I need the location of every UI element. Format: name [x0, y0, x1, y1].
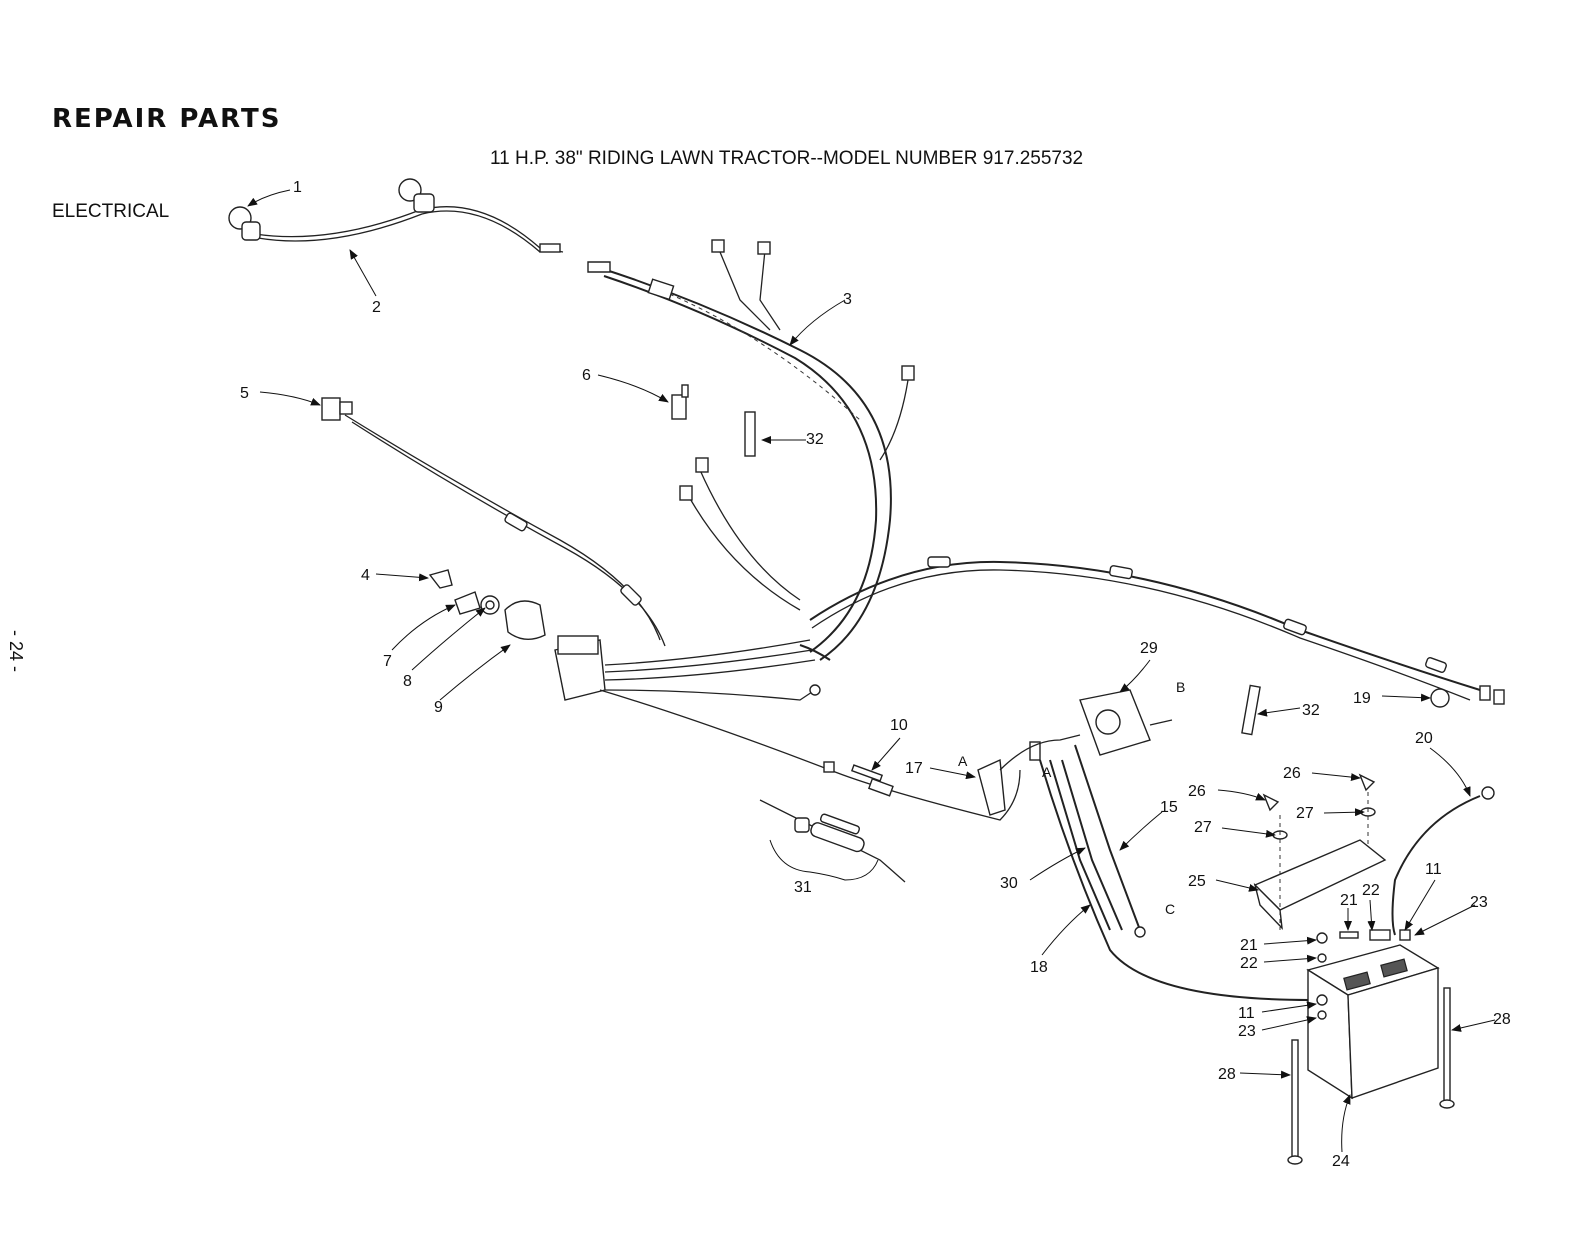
- callout-1: 1: [293, 179, 302, 196]
- callout-8: 8: [403, 673, 412, 690]
- callout-28b: 28: [1493, 1011, 1511, 1028]
- callout-22b: 22: [1362, 882, 1380, 899]
- headlight-assembly: [229, 179, 563, 252]
- callout-23b: 23: [1470, 894, 1488, 911]
- callout-6: 6: [582, 367, 591, 384]
- callout-29: 29: [1140, 640, 1158, 657]
- callout-11b: 11: [1425, 861, 1442, 878]
- ignition-switch-set: [430, 570, 545, 639]
- callout-4: 4: [361, 567, 370, 584]
- callout-23a: 23: [1238, 1023, 1256, 1040]
- ref-a-17: A: [958, 753, 968, 769]
- battery-hold-down: [1255, 775, 1385, 930]
- connector-block: [555, 636, 1020, 820]
- callout-19: 19: [1353, 690, 1371, 707]
- callout-21a: 21: [1240, 937, 1258, 954]
- ignition-switch-icon: [505, 601, 545, 639]
- callout-10: 10: [890, 717, 908, 734]
- callout-26a: 26: [1188, 783, 1206, 800]
- battery-assembly: [1288, 930, 1454, 1164]
- callout-2: 2: [372, 299, 381, 316]
- small-connectors: [672, 385, 1449, 735]
- callout-28a: 28: [1218, 1066, 1236, 1083]
- callout-22a: 22: [1240, 955, 1258, 972]
- callout-3: 3: [843, 291, 852, 308]
- callout-17: 17: [905, 760, 923, 777]
- callout-18: 18: [1030, 959, 1048, 976]
- switch-icon: [322, 398, 340, 420]
- ref-a-30: A: [1042, 764, 1052, 780]
- callout-11a: 11: [1238, 1005, 1255, 1022]
- callout-32b: 32: [1302, 702, 1320, 719]
- bolt-icon: [1292, 1040, 1298, 1160]
- callout-20: 20: [1415, 730, 1433, 747]
- ref-c: C: [1165, 901, 1175, 917]
- callout-30: 30: [1000, 875, 1018, 892]
- callout-15: 15: [1160, 799, 1178, 816]
- bolt-icon: [1444, 988, 1450, 1103]
- ground-cable: [1393, 787, 1495, 935]
- callout-27b: 27: [1296, 805, 1314, 822]
- callout-31: 31: [794, 879, 812, 896]
- callout-21b: 21: [1340, 892, 1358, 909]
- callout-24: 24: [1332, 1153, 1350, 1170]
- key-icon: [430, 570, 452, 588]
- callout-7: 7: [383, 653, 392, 670]
- ref-b: B: [1176, 679, 1185, 695]
- callout-26b: 26: [1283, 765, 1301, 782]
- callout-9: 9: [434, 699, 443, 716]
- callout-25: 25: [1188, 873, 1206, 890]
- callout-32a: 32: [806, 431, 824, 448]
- solenoid: [1080, 690, 1172, 755]
- callout-5: 5: [240, 385, 249, 402]
- wire-harness: [588, 240, 1504, 704]
- callout-27a: 27: [1194, 819, 1212, 836]
